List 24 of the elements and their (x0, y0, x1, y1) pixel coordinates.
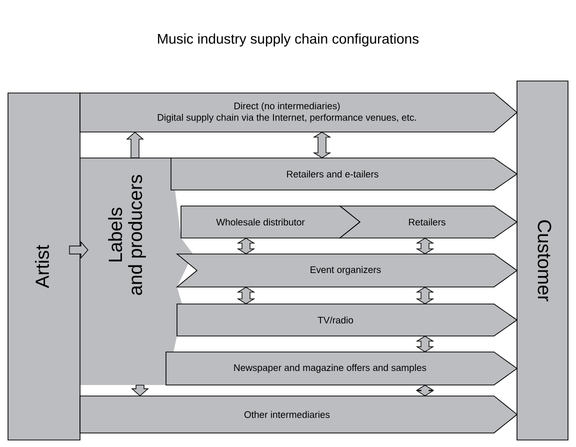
arrow-band: Retailers (338, 206, 518, 238)
block-arrow (236, 238, 256, 254)
block-arrow (126, 132, 144, 158)
side-panel: Customer (516, 80, 568, 440)
title: Music industry supply chain configurations (158, 33, 419, 47)
node-label: Labels (108, 208, 122, 262)
arrow-band: Wholesale distributor (180, 206, 361, 238)
arrow-band: Newspaper and magazine offers and samples (166, 352, 518, 386)
block-arrow (236, 286, 256, 304)
node-label: and producers (128, 174, 146, 295)
block-arrow (312, 132, 332, 158)
block-arrow (416, 238, 434, 254)
arrow-band: Other intermediaries (80, 396, 518, 434)
side-panel: Artist (8, 92, 80, 440)
arrow-band: Retailers and e-tailers (170, 158, 518, 190)
block-arrow (416, 384, 434, 396)
block-arrow (69, 241, 88, 259)
arrow-band: Direct (no intermediaries) Digital supply chain via the Internet, performance venues, etc. (80, 92, 518, 132)
region-area: Labels and producers (80, 158, 193, 385)
block-arrow (416, 286, 434, 304)
block-arrow (416, 336, 434, 352)
arrow-band: Event organizers (176, 254, 518, 288)
arrow-band: TV/radio (176, 304, 518, 336)
block-arrow (131, 384, 149, 396)
